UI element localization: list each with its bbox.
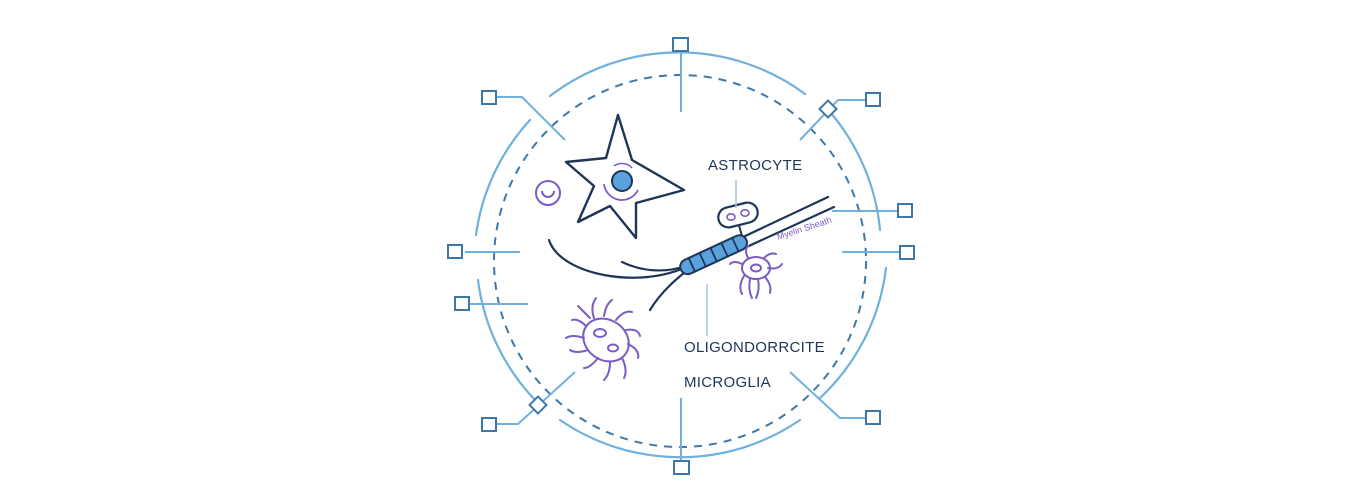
astrocyte-label: ASTROCYTE — [708, 157, 802, 174]
microglia-icon — [565, 297, 641, 381]
node-square-icon — [481, 417, 497, 432]
microglia-icon — [729, 245, 783, 299]
node-diamond-icon — [818, 99, 838, 119]
oligodendrocyte-label: OLIGONDORRCITE — [684, 339, 825, 356]
node-square-icon — [865, 410, 881, 425]
node-square-icon — [865, 92, 881, 107]
outer-ring — [474, 51, 888, 459]
node-square-icon — [673, 460, 690, 475]
node-square-icon — [897, 203, 913, 218]
connector-lines — [465, 52, 900, 460]
node-square-icon — [899, 245, 915, 260]
astrocyte-icon — [564, 113, 686, 240]
node-square-icon — [454, 296, 470, 311]
node-square-icon — [481, 90, 497, 105]
oligodendrocyte-icon — [717, 201, 759, 237]
label-leaders — [706, 180, 737, 336]
microglia-label: MICROGLIA — [684, 374, 771, 391]
small-cell-icon — [535, 180, 561, 206]
node-diamond-icon — [528, 395, 548, 415]
node-diamonds — [528, 99, 838, 415]
node-squares — [447, 37, 915, 475]
node-square-icon — [672, 37, 689, 52]
node-square-icon — [447, 244, 463, 259]
myelin-sheath — [679, 234, 748, 276]
